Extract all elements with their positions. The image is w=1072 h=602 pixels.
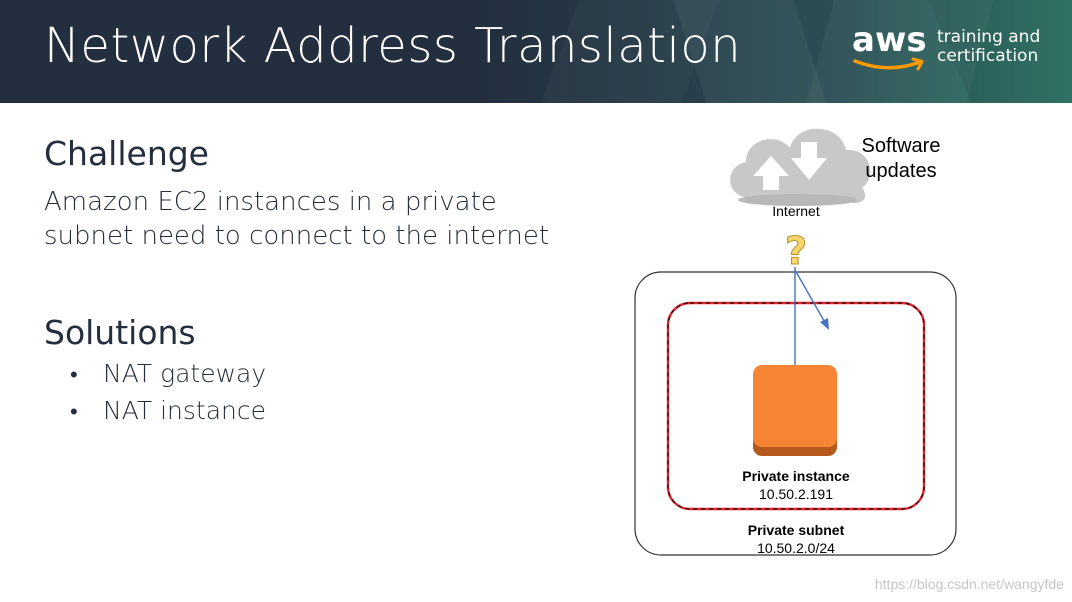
question-mark-icon: ? bbox=[785, 229, 807, 273]
solution-item: • NAT gateway bbox=[70, 356, 266, 393]
internet-label: Internet bbox=[772, 203, 820, 219]
aws-logo: aws training and certification bbox=[850, 20, 1050, 82]
bullet-icon: • bbox=[70, 400, 78, 425]
aws-logo-word: aws bbox=[852, 20, 927, 60]
solution-item: • NAT instance bbox=[70, 393, 266, 430]
diagram-canvas: ? bbox=[634, 128, 957, 556]
private-subnet-label: Private subnet 10.50.2.0/24 bbox=[710, 521, 882, 557]
upload-arrow-icon bbox=[753, 156, 789, 190]
nat-diagram: ? Internet Software updates Private inst… bbox=[600, 110, 1072, 602]
connection-arrowhead bbox=[820, 318, 829, 330]
watermark: https://blog.csdn.net/wangyfde bbox=[874, 576, 1064, 592]
challenge-text: Amazon EC2 instances in a private subnet… bbox=[44, 185, 604, 253]
private-subnet-boundary-dash bbox=[667, 302, 925, 510]
solution-item-label: NAT instance bbox=[103, 396, 266, 425]
software-updates-label: Software updates bbox=[850, 134, 952, 184]
aws-logo-tagline: training and certification bbox=[937, 28, 1040, 66]
connection-arrow-line bbox=[794, 269, 828, 327]
solutions-list: • NAT gateway • NAT instance bbox=[70, 356, 266, 430]
solution-item-label: NAT gateway bbox=[103, 359, 267, 388]
software-updates-line-2: updates bbox=[865, 160, 937, 182]
software-updates-line-1: Software bbox=[861, 135, 941, 157]
challenge-line-2: subnet need to connect to the internet bbox=[44, 221, 550, 251]
private-instance-label: Private instance 10.50.2.191 bbox=[710, 467, 882, 503]
slide-title: Network Address Translation bbox=[44, 18, 742, 74]
private-instance-name: Private instance bbox=[742, 468, 850, 484]
challenge-heading: Challenge bbox=[44, 134, 209, 173]
download-arrow-icon bbox=[791, 142, 827, 180]
private-subnet-cidr: 10.50.2.0/24 bbox=[757, 540, 835, 556]
ec2-instance-icon bbox=[753, 365, 837, 456]
private-subnet-name: Private subnet bbox=[747, 522, 845, 538]
solutions-heading: Solutions bbox=[44, 313, 196, 352]
slide-header: Network Address Translation aws training… bbox=[0, 0, 1072, 103]
challenge-line-1: Amazon EC2 instances in a private bbox=[44, 187, 497, 217]
tagline-line-2: certification bbox=[937, 46, 1039, 66]
aws-smile-icon bbox=[853, 57, 924, 71]
tagline-line-1: training and bbox=[937, 27, 1041, 47]
bullet-icon: • bbox=[70, 363, 78, 388]
private-instance-ip: 10.50.2.191 bbox=[759, 486, 833, 502]
